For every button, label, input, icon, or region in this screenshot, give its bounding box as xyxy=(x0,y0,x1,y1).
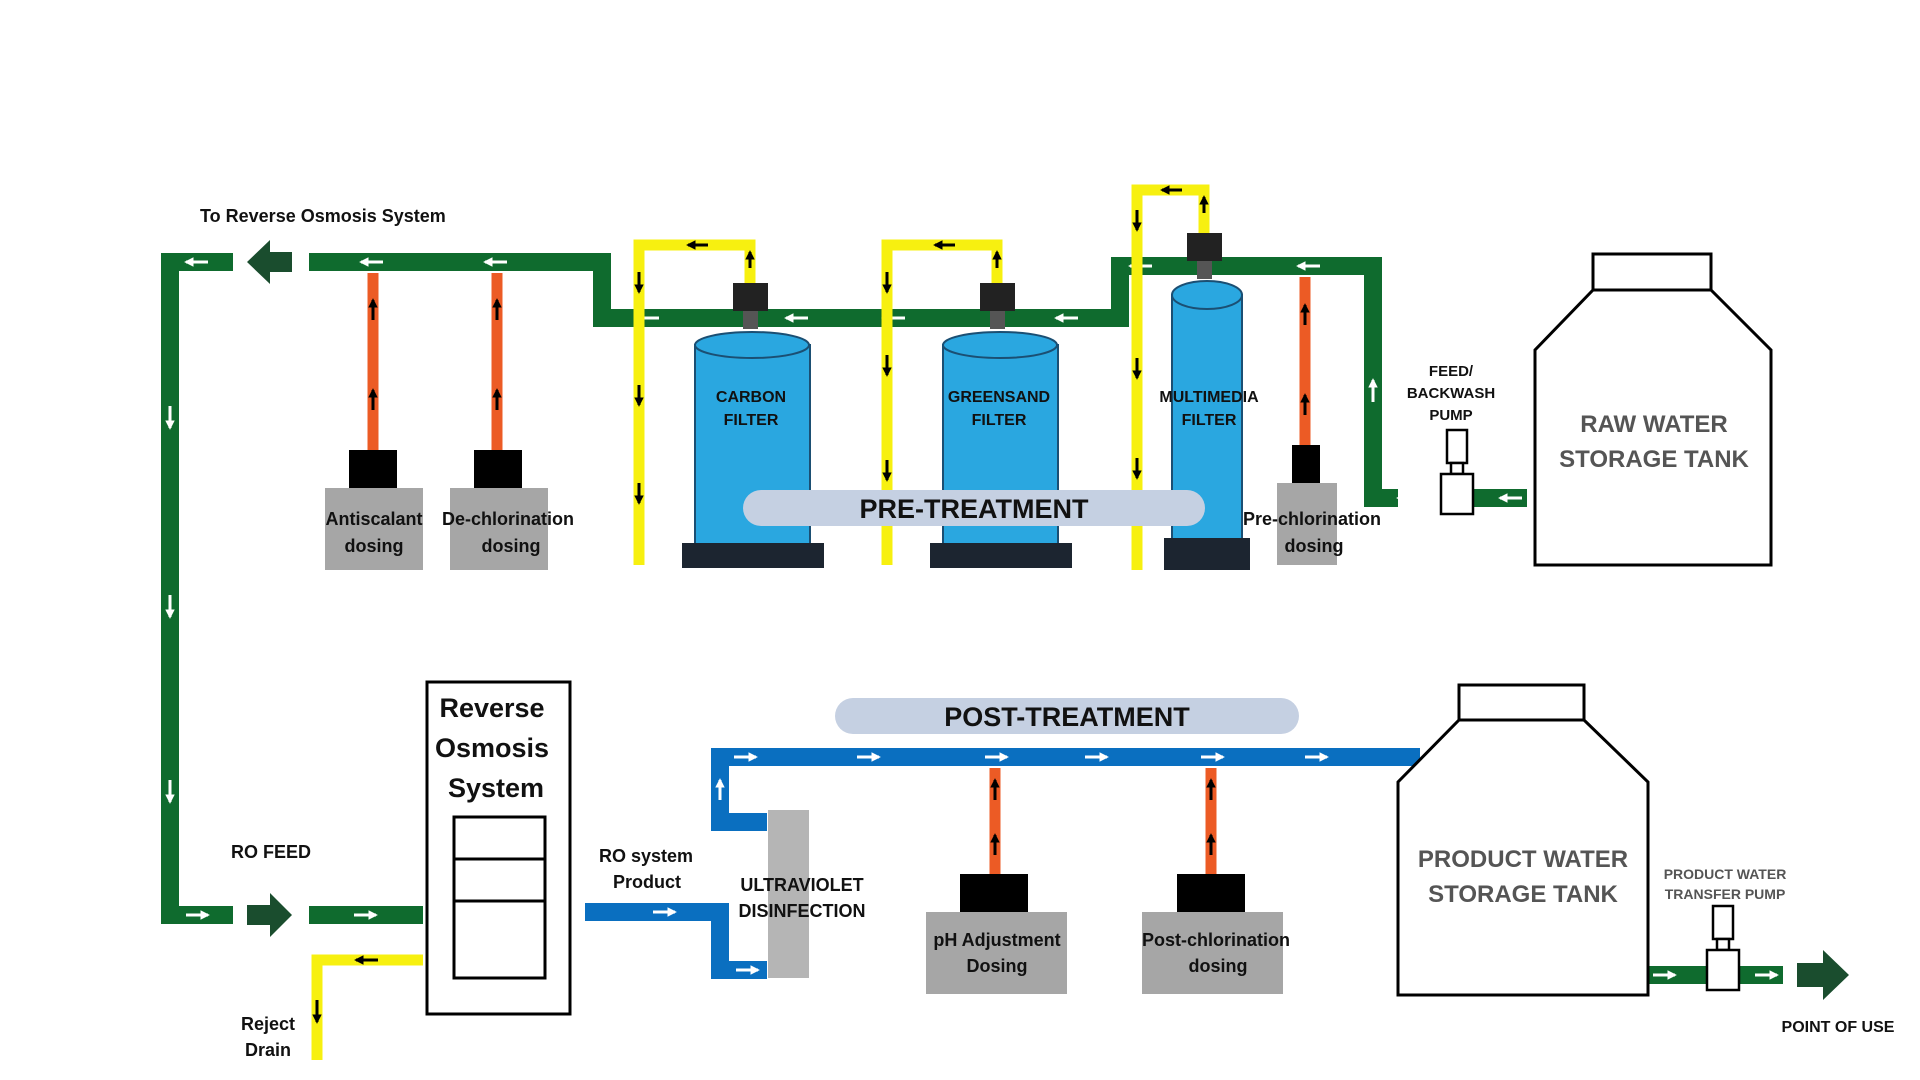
antiscalant-label-2: dosing xyxy=(345,536,404,556)
point-of-use-label: POINT OF USE xyxy=(1782,1019,1895,1036)
carbon-label-2: FILTER xyxy=(724,412,779,429)
multimedia-label-2: FILTER xyxy=(1182,412,1237,429)
uv-label-1: ULTRAVIOLET xyxy=(740,875,863,895)
arrow-ro-feed-icon xyxy=(247,893,292,937)
transfer-pump-icon xyxy=(1705,904,1741,992)
uv-label-2: DISINFECTION xyxy=(738,901,865,921)
raw-water-tank xyxy=(1533,252,1773,567)
to-ro-label: To Reverse Osmosis System xyxy=(200,206,446,226)
pretreatment-title: PRE-TREATMENT xyxy=(860,494,1089,524)
posttreatment-banner xyxy=(835,698,1299,734)
dechlorination-label-2: dosing xyxy=(482,536,541,556)
prechlorination-label-2: dosing xyxy=(1285,536,1344,556)
postchlor-dosing xyxy=(1142,874,1283,994)
blue-flow-arrows xyxy=(653,752,1329,975)
postchlor-label-1: Post-chlorination xyxy=(1142,930,1290,950)
ro-system xyxy=(425,680,572,1016)
pretreatment-banner xyxy=(743,490,1205,526)
uv-unit xyxy=(768,810,809,978)
ph-label-1: pH Adjustment xyxy=(933,930,1060,950)
raw-tank-label-1: RAW WATER xyxy=(1580,411,1728,438)
product-tank-label-1: PRODUCT WATER xyxy=(1418,846,1628,873)
prechlorination-dosing xyxy=(1277,445,1337,565)
big-arrows xyxy=(247,240,1849,1000)
ro-system-label-2: Osmosis xyxy=(435,733,549,763)
reject-drain-line xyxy=(311,954,423,1060)
transfer-pump-label-2: TRANSFER PUMP xyxy=(1665,886,1786,902)
prechlorination-label-1: Pre-chlorination xyxy=(1243,509,1381,529)
dechlorination-dosing xyxy=(450,450,548,570)
ph-label-2: Dosing xyxy=(967,956,1028,976)
ro-system-label-3: System xyxy=(448,773,544,803)
transfer-pump-label-1: PRODUCT WATER xyxy=(1664,866,1787,882)
uv-outlet-line xyxy=(711,748,1420,831)
reject-label-2: Drain xyxy=(245,1040,291,1060)
product-water-tank xyxy=(1396,683,1650,997)
greensand-label-2: FILTER xyxy=(972,412,1027,429)
arrow-point-of-use-icon xyxy=(1797,950,1849,1000)
carbon-label-1: CARBON xyxy=(716,389,786,406)
ro-system-label-1: Reverse xyxy=(439,693,544,723)
feed-backwash-pump-icon xyxy=(1439,428,1475,516)
ro-product-label-2: Product xyxy=(613,872,681,892)
reject-label-1: Reject xyxy=(241,1014,295,1034)
posttreatment-title: POST-TREATMENT xyxy=(944,702,1190,732)
raw-tank-label-2: STORAGE TANK xyxy=(1559,446,1749,473)
orange-flow-arrows xyxy=(368,298,1310,855)
greensand-label-1: GREENSAND xyxy=(948,389,1050,406)
ph-dosing xyxy=(926,874,1067,994)
antiscalant-label-1: Antiscalant xyxy=(325,509,422,529)
pipe-header-top-left xyxy=(309,253,1398,507)
ro-feed-label: RO FEED xyxy=(231,842,311,862)
pipe-to-ro-left xyxy=(161,253,233,924)
pump-label-3: PUMP xyxy=(1429,407,1472,424)
dechlorination-label-1: De-chlorination xyxy=(442,509,574,529)
ro-product-label-1: RO system xyxy=(599,846,693,866)
yellow-flow-arrows xyxy=(312,185,1209,1024)
pump-label-1: FEED/ xyxy=(1429,363,1474,380)
multimedia-label-1: MULTIMEDIA xyxy=(1159,389,1259,406)
antiscalant-dosing xyxy=(325,450,423,570)
product-tank-label-2: STORAGE TANK xyxy=(1428,881,1618,908)
arrow-to-ro-icon xyxy=(247,240,292,284)
pump-label-2: BACKWASH xyxy=(1407,385,1495,402)
postchlor-label-2: dosing xyxy=(1189,956,1248,976)
